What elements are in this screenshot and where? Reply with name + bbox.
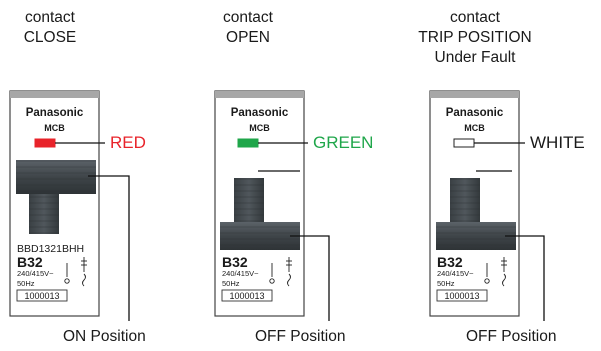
breaker-1-indicator <box>34 138 56 148</box>
panel-3-heading-line-2: TRIP POSITION <box>418 29 532 46</box>
breaker-3-brand: Panasonic <box>446 107 504 119</box>
panel-1-indicator-label: RED <box>110 133 146 152</box>
breaker-3: Panasonic MCB B32 240/415V~ 50Hz <box>429 90 545 321</box>
breaker-3-frequency: 50Hz <box>437 279 455 288</box>
breaker-2-top-strip <box>215 91 304 98</box>
breaker-1-circuit-symbol <box>64 257 87 287</box>
breaker-2-indicator <box>237 138 259 148</box>
breaker-3-indicator <box>453 138 475 148</box>
panel-1-heading: contact CLOSE <box>10 8 90 48</box>
panel-2-heading-line-1: contact <box>223 9 273 26</box>
breaker-2-frequency: 50Hz <box>222 279 240 288</box>
panel-3-heading: contact TRIP POSITION Under Fault <box>400 8 550 68</box>
breaker-3-rating: B32 <box>437 254 463 270</box>
breaker-1-rating: B32 <box>17 254 43 270</box>
panel-3-heading-line-1: contact <box>450 9 500 26</box>
breaker-2-brand: Panasonic <box>231 107 289 119</box>
panel-2-heading: contact OPEN <box>208 8 288 48</box>
panel-1-heading-line-1: contact <box>25 9 75 26</box>
breaker-3-serial-box <box>436 289 488 302</box>
breaker-1-model: BBD1321BHH <box>17 243 84 255</box>
panel-2-heading-line-2: OPEN <box>226 29 270 46</box>
breaker-3-type: MCB <box>464 123 485 133</box>
breaker-3-top-strip <box>430 91 519 98</box>
breaker-1-serial: 1000013 <box>24 291 59 301</box>
panel-3-indicator-label: WHITE <box>530 133 585 152</box>
panel-3-position-caption: OFF Position <box>466 328 557 345</box>
breaker-1-voltage: 240/415V~ <box>17 269 54 278</box>
panel-1-position-caption: ON Position <box>63 328 146 345</box>
breaker-1-brand: Panasonic <box>26 107 84 119</box>
breaker-3-circuit-symbol <box>484 257 507 287</box>
panel-1-heading-line-2: CLOSE <box>23 29 77 46</box>
breaker-2-serial-box <box>221 289 273 302</box>
panel-3-heading-line-3: Under Fault <box>434 49 516 66</box>
breaker-2-type: MCB <box>249 123 270 133</box>
breaker-2: Panasonic MCB B32 240/415V~ 50Hz <box>214 90 330 321</box>
panel-2-position-caption: OFF Position <box>255 328 346 345</box>
breaker-1: Panasonic MCB BBD1321BHH B32 240/415V~ 5… <box>9 90 130 321</box>
breaker-3-voltage: 240/415V~ <box>437 269 474 278</box>
breaker-1-serial-box <box>16 289 68 302</box>
breaker-2-voltage: 240/415V~ <box>222 269 259 278</box>
breaker-2-rating: B32 <box>222 254 248 270</box>
breaker-1-type: MCB <box>44 123 65 133</box>
breaker-1-top-strip <box>10 91 99 98</box>
breaker-1-frequency: 50Hz <box>17 279 35 288</box>
breaker-2-serial: 1000013 <box>229 291 264 301</box>
breaker-2-circuit-symbol <box>269 257 292 287</box>
breaker-3-serial: 1000013 <box>444 291 479 301</box>
panel-2-indicator-label: GREEN <box>313 133 374 152</box>
